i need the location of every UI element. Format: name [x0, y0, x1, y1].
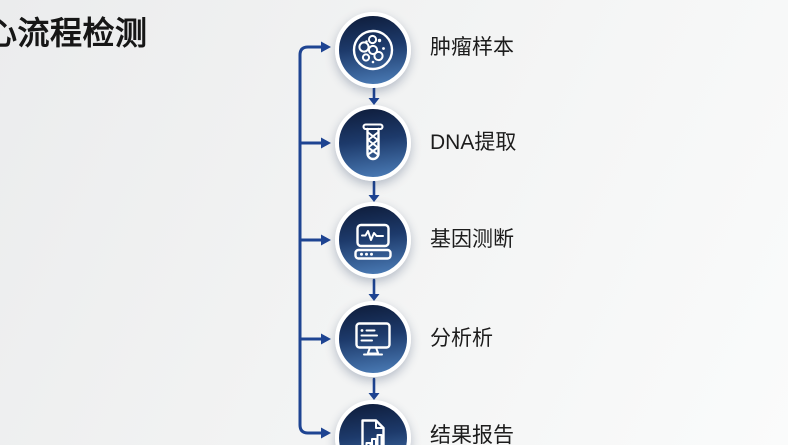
branch-arrowhead-2	[321, 137, 331, 149]
down-arrowhead-2	[368, 195, 380, 202]
step-label-analysis: 分析析	[430, 327, 493, 350]
down-arrowhead-1	[368, 98, 380, 105]
branch-arrowhead-3	[321, 234, 331, 246]
sequencer-machine-icon	[354, 223, 392, 260]
branch-arrowhead-4	[321, 333, 331, 345]
down-arrowhead-4	[368, 393, 380, 400]
step-label-tumor-sample: 肿瘤样本	[430, 36, 514, 59]
step-circle-analysis	[335, 301, 411, 377]
step-label-gene-sequencing: 基因测断	[430, 228, 514, 251]
page-title: 心流程检测	[0, 15, 148, 51]
step-circle-dna-extraction	[335, 105, 411, 181]
branch-arrowhead-1	[321, 41, 331, 53]
dna-test-tube-icon	[362, 123, 384, 161]
step-label-result-report: 结果报告	[430, 424, 514, 445]
step-circle-gene-sequencing	[335, 202, 411, 278]
report-document-icon	[361, 419, 385, 445]
branch-arrowhead-5	[321, 427, 331, 439]
analysis-monitor-icon	[355, 322, 391, 356]
down-arrowhead-3	[368, 294, 380, 301]
step-label-dna-extraction: DNA提取	[430, 131, 517, 154]
petri-dish-icon	[352, 29, 394, 71]
step-circle-tumor-sample	[335, 12, 411, 88]
